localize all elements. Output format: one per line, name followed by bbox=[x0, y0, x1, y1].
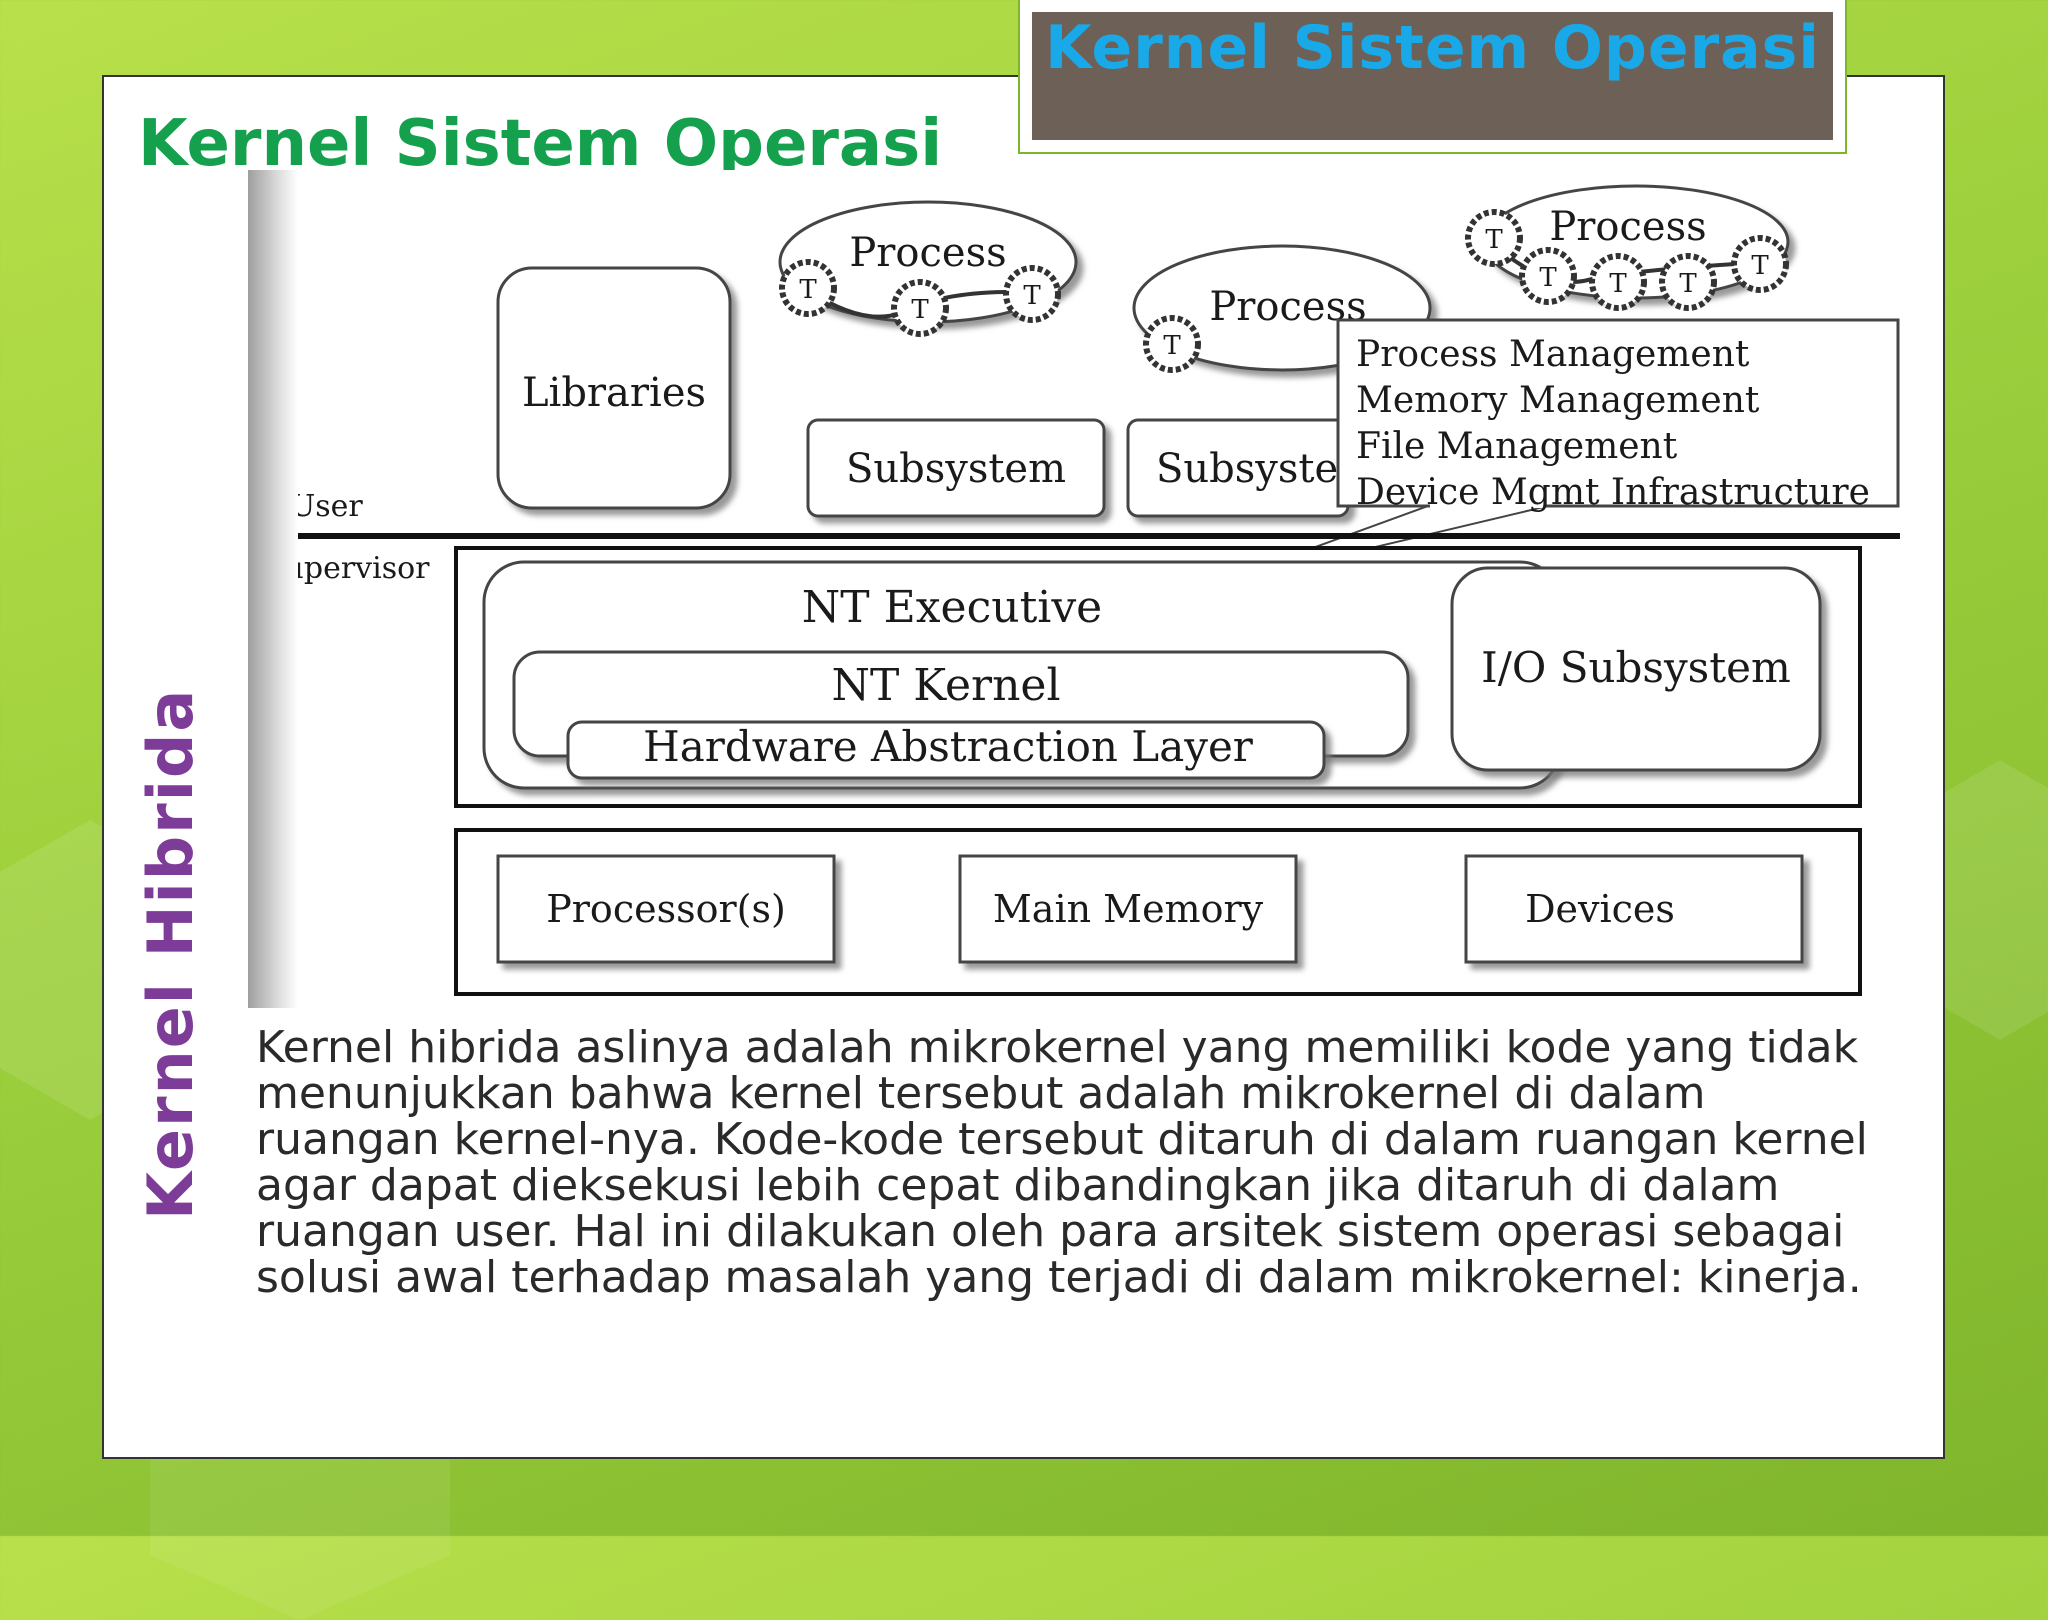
svg-text:T: T bbox=[1609, 269, 1627, 299]
nt-executive-label: NT Executive bbox=[802, 582, 1102, 633]
subsystem-box-b: Subsyste bbox=[1126, 418, 1350, 518]
user-mode-label: User bbox=[290, 489, 363, 524]
thread-gear: T bbox=[1143, 315, 1201, 373]
devices-label: Devices bbox=[1525, 887, 1675, 931]
slide-heading: Kernel Sistem Operasi bbox=[138, 107, 943, 181]
subsystem-label: Subsystem bbox=[846, 446, 1066, 492]
callout-line: File Management bbox=[1356, 426, 1678, 467]
diagram-edge-shade bbox=[248, 170, 298, 1008]
svg-text:T: T bbox=[1679, 269, 1697, 299]
svg-text:T: T bbox=[1539, 263, 1557, 293]
title-banner-box: Kernel Sistem Operasi bbox=[1032, 12, 1833, 140]
callout-line: Process Management bbox=[1356, 334, 1750, 375]
thread-gear: T bbox=[1589, 253, 1647, 311]
hardware-container: Processor(s) Main Memory Devices bbox=[454, 828, 1862, 996]
callout-line: Memory Management bbox=[1356, 380, 1760, 421]
thread-gear: T bbox=[1731, 235, 1789, 293]
svg-text:T: T bbox=[1751, 251, 1769, 281]
title-banner: Kernel Sistem Operasi bbox=[1020, 0, 1845, 152]
body-paragraph: Kernel hibrida aslinya adalah mikrokerne… bbox=[256, 1022, 1868, 1303]
subsystem-box-a: Subsystem bbox=[806, 418, 1106, 518]
thread-gear: T bbox=[1465, 209, 1523, 267]
hybrid-kernel-diagram: Libraries Process T T T Process T Proces… bbox=[248, 170, 1908, 1008]
process-cloud-c: Process T T T T T bbox=[1465, 184, 1790, 311]
svg-text:T: T bbox=[911, 295, 929, 325]
svg-text:T: T bbox=[1163, 331, 1181, 361]
thread-gear: T bbox=[891, 279, 949, 337]
io-subsystem-label: I/O Subsystem bbox=[1481, 643, 1791, 692]
hal-label: Hardware Abstraction Layer bbox=[643, 722, 1254, 771]
svg-text:T: T bbox=[1485, 225, 1503, 255]
diagram-svg: Libraries Process T T T Process T Proces… bbox=[264, 184, 1900, 996]
vertical-section-title: Kernel Hibrida bbox=[134, 687, 207, 1220]
thread-gear: T bbox=[1003, 265, 1061, 323]
processors-label: Processor(s) bbox=[546, 887, 786, 931]
main-memory-label: Main Memory bbox=[993, 887, 1264, 931]
libraries-label: Libraries bbox=[522, 370, 706, 416]
banner-title: Kernel Sistem Operasi bbox=[1045, 13, 1820, 83]
thread-gear: T bbox=[1659, 253, 1717, 311]
nt-kernel-label: NT Kernel bbox=[831, 660, 1060, 711]
svg-text:T: T bbox=[799, 275, 817, 305]
callout-line: Device Mgmt Infrastructure bbox=[1356, 472, 1870, 513]
process-label: Process bbox=[1549, 204, 1706, 250]
svg-text:T: T bbox=[1023, 281, 1041, 311]
process-label: Process bbox=[849, 230, 1006, 276]
process-cloud-a: Process T T T bbox=[778, 200, 1078, 337]
kernel-mode-container: NT Executive NT Kernel Hardware Abstract… bbox=[454, 546, 1862, 808]
libraries-box: Libraries bbox=[496, 266, 732, 510]
subsystem-label: Subsyste bbox=[1156, 446, 1338, 492]
thread-gear: T bbox=[779, 259, 837, 317]
thread-gear: T bbox=[1519, 247, 1577, 305]
